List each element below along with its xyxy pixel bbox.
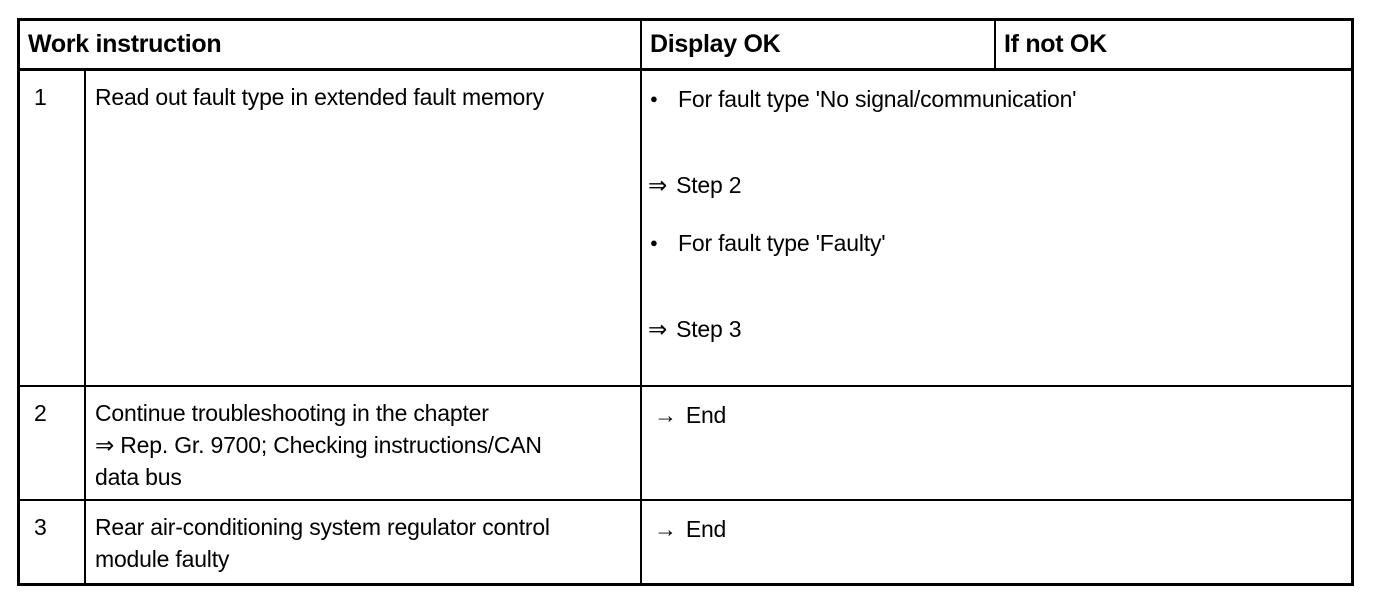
instruction-line: ⇒ Rep. Gr. 9700; Checking instructions/C…: [95, 432, 542, 458]
display-ok-header-label: Display OK: [650, 30, 781, 58]
display-ok-header: Display OK: [642, 21, 996, 71]
step-number-1: 1: [20, 71, 86, 387]
instruction-line: Continue troubleshooting in the chapter: [95, 400, 489, 426]
double-arrow-icon: ⇒: [648, 316, 668, 342]
step-number-2: 2: [20, 387, 86, 501]
result-text: Step 2: [676, 172, 742, 198]
result-step-reference: ⇒ Step 2: [648, 169, 1343, 201]
result-cell-3: → End: [642, 501, 1351, 583]
result-cell-2: → End: [642, 387, 1351, 501]
result-text: For fault type 'Faulty': [678, 230, 886, 256]
work-instruction-header-label: Work instruction: [28, 30, 222, 58]
bullet-icon: ●: [650, 235, 658, 250]
instruction-line: Read out fault type in extended fault me…: [95, 84, 544, 110]
result-bullet-item: ● For fault type 'No signal/communicatio…: [648, 83, 1343, 115]
if-not-ok-header: If not OK: [996, 21, 1351, 71]
work-instruction-header: Work instruction: [20, 21, 642, 71]
instruction-line: data bus: [95, 464, 182, 490]
instruction-cell-1: Read out fault type in extended fault me…: [86, 71, 642, 387]
result-end-reference: → End: [648, 399, 1343, 431]
arrow-right-icon: →: [654, 516, 677, 542]
result-text: End: [685, 516, 727, 542]
result-text: Step 3: [676, 316, 742, 342]
result-text: For fault type 'No signal/communication': [678, 86, 1077, 112]
result-end-reference: → End: [648, 513, 1343, 545]
double-arrow-icon: ⇒: [648, 172, 668, 198]
result-text: End: [685, 402, 727, 428]
instruction-cell-3: Rear air-conditioning system regulator c…: [86, 501, 642, 583]
instruction-cell-2: Continue troubleshooting in the chapter …: [86, 387, 642, 501]
step-number-label: 2: [34, 400, 47, 426]
step-number-3: 3: [20, 501, 86, 583]
arrow-right-icon: →: [654, 402, 677, 428]
bullet-icon: ●: [650, 91, 658, 106]
step-number-label: 1: [34, 84, 47, 110]
if-not-ok-header-label: If not OK: [1004, 30, 1107, 58]
result-step-reference: ⇒ Step 3: [648, 313, 1343, 345]
instruction-line: module faulty: [95, 546, 230, 572]
troubleshooting-table: Work instruction Display OK If not OK 1 …: [17, 18, 1354, 586]
result-bullet-item: ● For fault type 'Faulty': [648, 227, 1343, 259]
step-number-label: 3: [34, 514, 47, 540]
instruction-line: Rear air-conditioning system regulator c…: [95, 514, 550, 540]
result-cell-1: ● For fault type 'No signal/communicatio…: [642, 71, 1351, 387]
